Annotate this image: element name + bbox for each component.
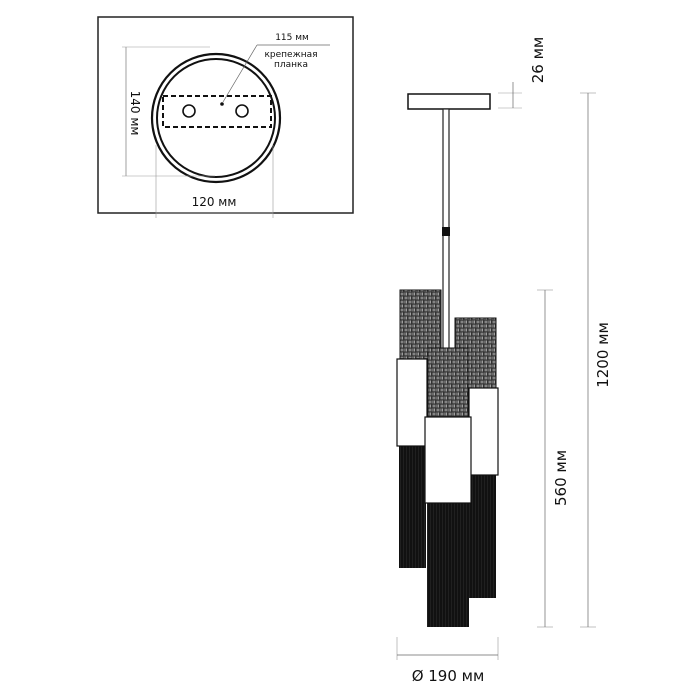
rod-connector — [442, 227, 450, 236]
screw-hole-left — [182, 104, 196, 118]
shade-left — [396, 289, 442, 568]
label-1200: 1200 мм — [594, 322, 612, 388]
dimension-shade-height: 560 мм — [537, 289, 570, 628]
pendant-lamp — [396, 93, 499, 627]
label-115: 115 мм — [275, 33, 309, 43]
dimension-total-height: 1200 мм — [580, 92, 612, 628]
mounting-bracket — [162, 95, 272, 128]
shade-center — [424, 347, 472, 627]
dimension-diameter: Ø 190 мм — [396, 637, 499, 685]
screw-hole-right — [235, 104, 249, 118]
canopy-inner-ring — [156, 58, 276, 178]
label-140: 140 мм — [128, 91, 142, 136]
label-diameter: Ø 190 мм — [412, 667, 485, 685]
label-120: 120 мм — [192, 195, 237, 209]
dimension-canopy: 26 мм — [498, 37, 547, 109]
label-26: 26 мм — [529, 37, 547, 84]
mount-plate-view: 115 мм крепежная планка 140 мм 120 мм — [97, 16, 354, 218]
leader-line — [222, 44, 258, 103]
label-560: 560 мм — [552, 450, 570, 506]
label-bracket-1: крепежная — [264, 50, 317, 60]
label-bracket-2: планка — [274, 60, 308, 70]
canopy — [407, 93, 491, 110]
center-point — [220, 102, 224, 106]
canopy-outer-ring — [150, 52, 282, 184]
